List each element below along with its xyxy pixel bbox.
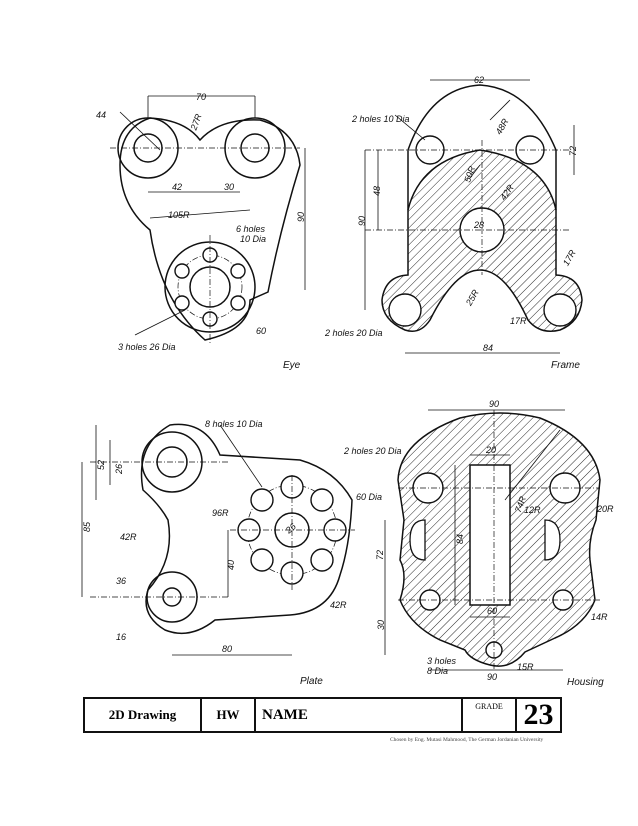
plate-label-8-holes: 8 holes 10 Dia xyxy=(205,419,263,429)
plate-dim-42r-left: 42R xyxy=(120,532,137,542)
plate-dim-26: 26 xyxy=(114,464,124,475)
frame-dim-17r-right: 17R xyxy=(561,248,578,268)
housing-label-3-holes: 3 holes xyxy=(427,656,457,666)
housing-dim-60: 60 xyxy=(487,606,497,616)
credit-line: Chosen by Eng. Mutasi Mahmood, The Germa… xyxy=(390,737,544,743)
frame-dim-48: 48 xyxy=(372,186,382,196)
housing-dim-20: 20 xyxy=(485,445,496,455)
plate-dim-26-center: 26 xyxy=(283,521,298,536)
plate-dim-96r: 96R xyxy=(212,508,229,518)
housing-dim-90-bottom: 90 xyxy=(487,672,497,682)
frame-dim-72: 72 xyxy=(568,146,578,156)
housing-dim-15r: 15R xyxy=(517,662,534,672)
eye-drawing xyxy=(110,95,306,345)
housing-dim-20r: 20R xyxy=(596,504,614,514)
housing-label-2-holes-20-dia: 2 holes 20 Dia xyxy=(343,446,402,456)
housing-dim-30: 30 xyxy=(376,620,386,630)
frame-dim-62: 62 xyxy=(474,75,484,85)
plate-dim-16: 16 xyxy=(116,632,126,642)
title-block-name-field[interactable]: NAME xyxy=(256,699,463,731)
name-label: NAME xyxy=(262,706,308,723)
eye-label-10-dia: 10 Dia xyxy=(240,234,266,244)
eye-label-6-holes: 6 holes xyxy=(236,224,266,234)
plate-dim-80: 80 xyxy=(222,644,232,654)
plate-dim-40: 40 xyxy=(226,560,236,570)
eye-dim-90: 90 xyxy=(296,212,306,222)
housing-drawing xyxy=(384,409,601,671)
plate-caption: Plate xyxy=(300,676,323,687)
grade-label: GRADE xyxy=(475,702,503,711)
frame-dim-84: 84 xyxy=(483,343,493,353)
eye-caption: Eye xyxy=(283,360,301,371)
plate-dim-52: 52 xyxy=(96,460,106,470)
frame-drawing xyxy=(364,79,583,354)
housing-label-8-dia: 8 Dia xyxy=(427,666,448,676)
eye-dim-70: 70 xyxy=(196,92,206,102)
title-block-grade-field[interactable]: GRADE xyxy=(463,699,517,731)
eye-dim-30: 30 xyxy=(224,182,234,192)
frame-dim-17r-lower: 17R xyxy=(510,316,527,326)
plate-drawing xyxy=(81,423,355,656)
eye-dim-42: 42 xyxy=(172,182,182,192)
title-block-type: HW xyxy=(202,699,256,731)
eye-dim-105r: 105R xyxy=(168,210,190,220)
frame-label-2-holes-10-dia: 2 holes 10 Dia xyxy=(351,114,410,124)
housing-dim-14r: 14R xyxy=(591,612,608,622)
housing-dim-90-top: 90 xyxy=(489,399,499,409)
frame-dim-90: 90 xyxy=(357,216,367,226)
plate-dim-42r-right: 42R xyxy=(330,600,347,610)
plate-label-60-dia: 60 Dia xyxy=(356,492,382,502)
eye-dim-27r: 27R xyxy=(188,112,204,132)
eye-dim-60: 60 xyxy=(256,326,266,336)
eye-dim-44: 44 xyxy=(96,110,106,120)
frame-dim-25r: 25R xyxy=(463,287,481,308)
housing-dim-84: 84 xyxy=(455,534,465,544)
frame-dim-48r: 48R xyxy=(494,116,511,136)
title-block-subject: 2D Drawing xyxy=(85,699,202,731)
plate-dim-36: 36 xyxy=(116,576,126,586)
frame-dim-28: 28 xyxy=(473,220,484,230)
title-block: 2D Drawing HW NAME GRADE 23 xyxy=(83,697,562,733)
frame-caption: Frame xyxy=(551,360,580,371)
frame-label-2-holes-20-dia: 2 holes 20 Dia xyxy=(324,328,383,338)
title-block-sheet-number: 23 xyxy=(523,698,554,731)
housing-dim-72: 72 xyxy=(375,550,385,560)
housing-dim-12r: 12R xyxy=(524,505,541,515)
eye-label-3-holes: 3 holes 26 Dia xyxy=(118,342,176,352)
housing-caption: Housing xyxy=(567,677,604,688)
plate-dim-85: 85 xyxy=(82,521,92,532)
